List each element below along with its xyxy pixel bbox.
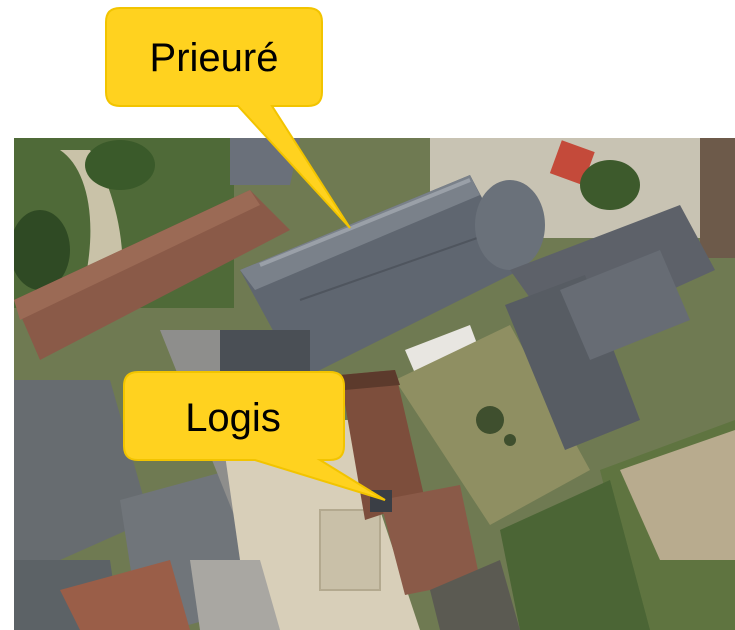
aerial-photo bbox=[14, 138, 735, 630]
callout-priory-label: Prieuré bbox=[150, 36, 279, 80]
callout-priory-bubble bbox=[105, 7, 351, 229]
callout-logis-label: Logis bbox=[185, 396, 281, 440]
callout-logis-bubble bbox=[123, 371, 386, 501]
callout-logis: Logis bbox=[123, 371, 386, 501]
callout-priory: Prieuré bbox=[105, 7, 351, 229]
